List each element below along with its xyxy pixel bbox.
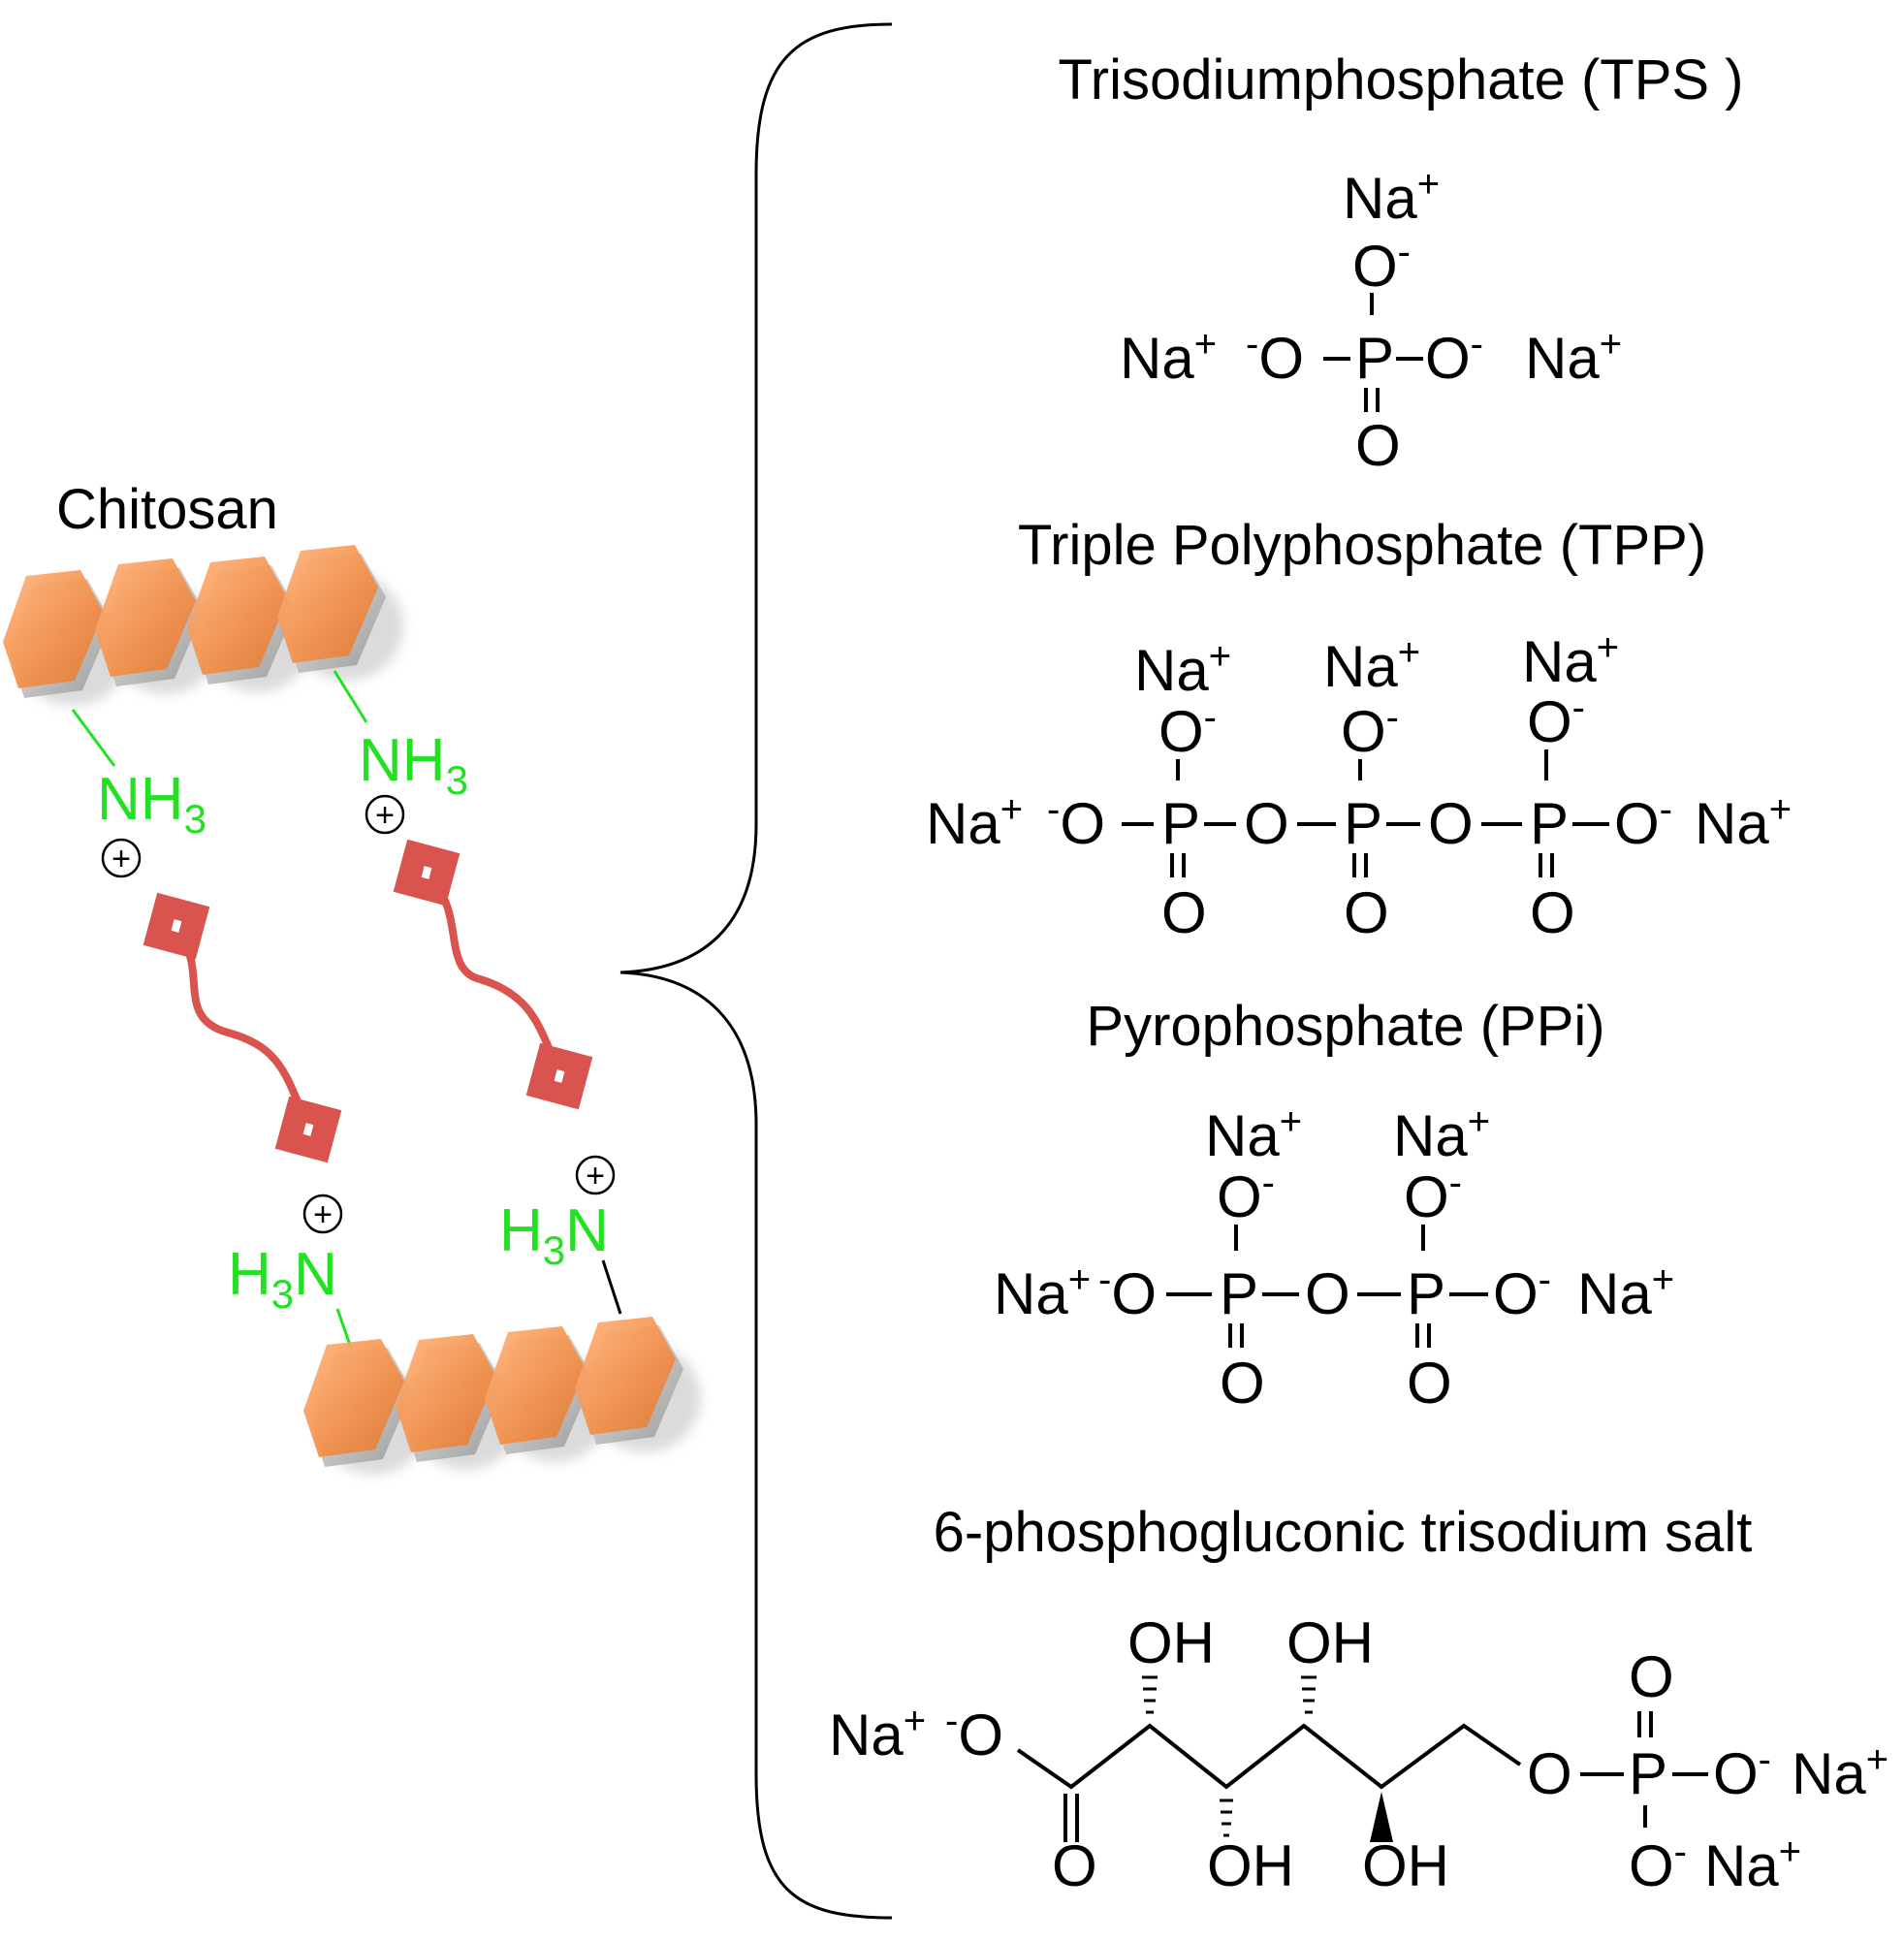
svg-text:Na+: Na+ — [994, 1258, 1091, 1326]
svg-text:O: O — [1527, 1741, 1572, 1806]
svg-text:O-: O- — [1404, 1162, 1462, 1229]
svg-text:H3N: H3N — [228, 1241, 337, 1317]
amine-group-nh3: NH3 — [359, 727, 468, 803]
positive-charge-icon: + — [101, 838, 142, 878]
svg-text:O-: O- — [1341, 696, 1399, 764]
svg-text:P: P — [1161, 791, 1200, 856]
svg-text:O: O — [1052, 1833, 1097, 1898]
amine-bond — [601, 1259, 622, 1315]
svg-text:O-: O- — [1425, 323, 1483, 391]
amine-bond — [333, 670, 368, 723]
svg-text:O-: O- — [1217, 1162, 1275, 1229]
svg-text:-O: -O — [1098, 1258, 1157, 1326]
svg-text:Na+: Na+ — [1522, 626, 1619, 694]
svg-text:O: O — [1220, 1351, 1265, 1416]
svg-text:Na+: Na+ — [829, 1700, 926, 1767]
svg-text:O-: O- — [1352, 231, 1411, 299]
molecule-title: Triple Polyphosphate (TPP) — [1018, 514, 1706, 577]
glucosamine-unit — [575, 1317, 701, 1452]
curly-brace — [619, 22, 893, 1920]
svg-text:P: P — [1220, 1261, 1258, 1326]
glucosamine-unit — [303, 1339, 429, 1475]
svg-text:Na+: Na+ — [1695, 788, 1792, 856]
svg-text:O: O — [1344, 880, 1389, 945]
chitosan-chain-top — [3, 545, 403, 706]
molecule-title: 6-phosphogluconic trisodium salt — [934, 1501, 1753, 1564]
molecule-ppi: Pyrophosphate (PPi) Na+ Na+ O- O- Na+ -O… — [994, 995, 1674, 1416]
svg-text:O: O — [1428, 791, 1474, 856]
svg-text:OH: OH — [1286, 1610, 1374, 1675]
svg-text:+: + — [111, 841, 131, 877]
molecule-title: Pyrophosphate (PPi) — [1086, 995, 1604, 1058]
svg-text:Na+: Na+ — [1120, 323, 1217, 391]
chitosan-chain-bottom — [303, 1317, 701, 1475]
svg-text:O-: O- — [1713, 1738, 1771, 1806]
svg-text:+: + — [375, 797, 395, 834]
svg-text:O: O — [1407, 1351, 1452, 1416]
svg-text:P: P — [1530, 791, 1569, 856]
svg-text:O: O — [1244, 791, 1289, 856]
glucosamine-unit — [277, 545, 403, 681]
svg-text:P: P — [1344, 791, 1382, 856]
svg-text:-O: -O — [1246, 323, 1304, 391]
chitosan-label: Chitosan — [56, 478, 278, 541]
amine-bond — [335, 1308, 353, 1349]
svg-text:OH: OH — [1127, 1610, 1215, 1675]
svg-text:+: + — [313, 1196, 333, 1233]
svg-text:O: O — [1355, 413, 1401, 478]
svg-text:O-: O- — [1629, 1831, 1687, 1898]
glucosamine-unit — [187, 557, 313, 692]
svg-text:O-: O- — [1158, 696, 1217, 764]
svg-text:Na+: Na+ — [1393, 1100, 1490, 1168]
crosslinker-anion — [393, 839, 593, 1110]
svg-text:H3N: H3N — [499, 1197, 609, 1273]
positive-charge-icon: + — [302, 1194, 343, 1234]
amine-group-nh3: NH3 — [97, 766, 206, 842]
positive-charge-icon: + — [575, 1155, 616, 1195]
svg-text:Na+: Na+ — [1525, 323, 1622, 391]
svg-text:Na+: Na+ — [1577, 1258, 1674, 1326]
molecule-tpp: Triple Polyphosphate (TPP) Na+ Na+ Na+ O… — [926, 514, 1792, 945]
amine-group-h3n: H3N — [228, 1241, 337, 1317]
molecule-title: Trisodiumphosphate (TPS ) — [1058, 48, 1743, 111]
svg-text:O-: O- — [1614, 788, 1672, 856]
svg-text:Na+: Na+ — [1134, 635, 1231, 703]
svg-text:O: O — [1305, 1261, 1350, 1326]
svg-text:-O: -O — [1047, 788, 1105, 856]
svg-text:+: + — [586, 1158, 605, 1194]
svg-text:O: O — [1629, 1644, 1674, 1709]
chitosan-panel: Chitosan — [3, 478, 701, 1475]
molecule-tps: Trisodiumphosphate (TPS ) Na+ O- P Na+ -… — [1058, 48, 1743, 478]
svg-text:O: O — [1530, 880, 1575, 945]
svg-text:Na+: Na+ — [926, 788, 1023, 856]
crosslinker-anion — [143, 892, 342, 1163]
svg-text:Na+: Na+ — [1792, 1738, 1888, 1806]
svg-text:P: P — [1407, 1261, 1445, 1326]
svg-text:O: O — [1161, 880, 1207, 945]
svg-text:Na+: Na+ — [1343, 163, 1440, 231]
molecule-6-phosphogluconate: 6-phosphogluconic trisodium salt OH OH N… — [829, 1501, 1888, 1898]
svg-text:Na+: Na+ — [1323, 631, 1420, 699]
svg-text:-O: -O — [945, 1700, 1003, 1767]
svg-text:O-: O- — [1527, 686, 1585, 754]
svg-text:O-: O- — [1493, 1258, 1551, 1326]
glucosamine-unit — [485, 1326, 611, 1462]
svg-text:OH: OH — [1207, 1833, 1294, 1898]
amine-group-h3n: H3N — [499, 1197, 609, 1273]
positive-charge-icon: + — [365, 794, 405, 835]
svg-text:Na+: Na+ — [1205, 1100, 1302, 1168]
svg-text:P: P — [1629, 1741, 1667, 1806]
amine-bond — [71, 709, 116, 767]
svg-text:P: P — [1355, 326, 1394, 391]
svg-text:NH3: NH3 — [97, 766, 206, 842]
svg-text:Na+: Na+ — [1704, 1831, 1801, 1898]
svg-text:NH3: NH3 — [359, 727, 468, 803]
svg-text:OH: OH — [1362, 1833, 1449, 1898]
